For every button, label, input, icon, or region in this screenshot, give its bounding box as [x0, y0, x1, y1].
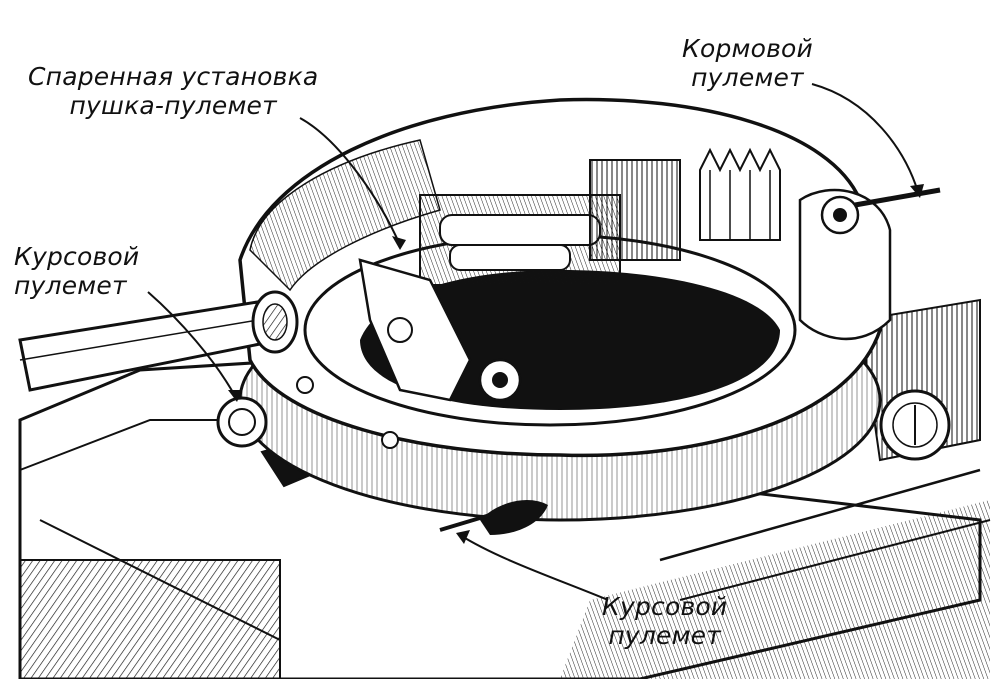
- ammunition-rack: [589, 147, 781, 261]
- label-coaxial-mount: Спаренная установка пушка-пулемет: [28, 62, 318, 120]
- label-course-left-line1: Курсовой: [14, 242, 140, 271]
- coaxial-mount-mechanism: [358, 258, 522, 402]
- rear-machine-gun-mount: [798, 187, 941, 341]
- leader-course-left: [147, 291, 236, 397]
- turret-bolts: [296, 376, 399, 449]
- label-course-bottom-line2: пулемет: [608, 621, 722, 650]
- label-course-left-line2: пулемет: [14, 271, 127, 300]
- course-machine-gun-bottom: [439, 500, 548, 535]
- label-course-bottom-line1: Курсовой: [602, 592, 728, 621]
- leader-course-bottom: [459, 534, 609, 601]
- main-gun-barrel: [18, 290, 299, 392]
- leader-lines: [147, 83, 919, 601]
- label-course-machine-gun-left: Курсовой пулемет: [14, 242, 139, 300]
- label-rear-machine-gun: Кормовой пулемет: [682, 34, 813, 92]
- label-rear-machine-gun-line2: пулемет: [691, 63, 804, 92]
- leader-arrowheads: [228, 184, 924, 544]
- label-course-machine-gun-bottom: Курсовой пулемет: [602, 592, 727, 650]
- leader-rear: [811, 83, 919, 193]
- label-coaxial-mount-line2: пушка-пулемет: [69, 91, 277, 120]
- label-coaxial-mount-line1: Спаренная установка: [28, 62, 319, 91]
- side-gauge: [879, 389, 951, 461]
- leader-coaxial: [299, 117, 401, 246]
- label-rear-machine-gun-line1: Кормовой: [682, 34, 813, 63]
- course-machine-gun-left: [216, 396, 268, 448]
